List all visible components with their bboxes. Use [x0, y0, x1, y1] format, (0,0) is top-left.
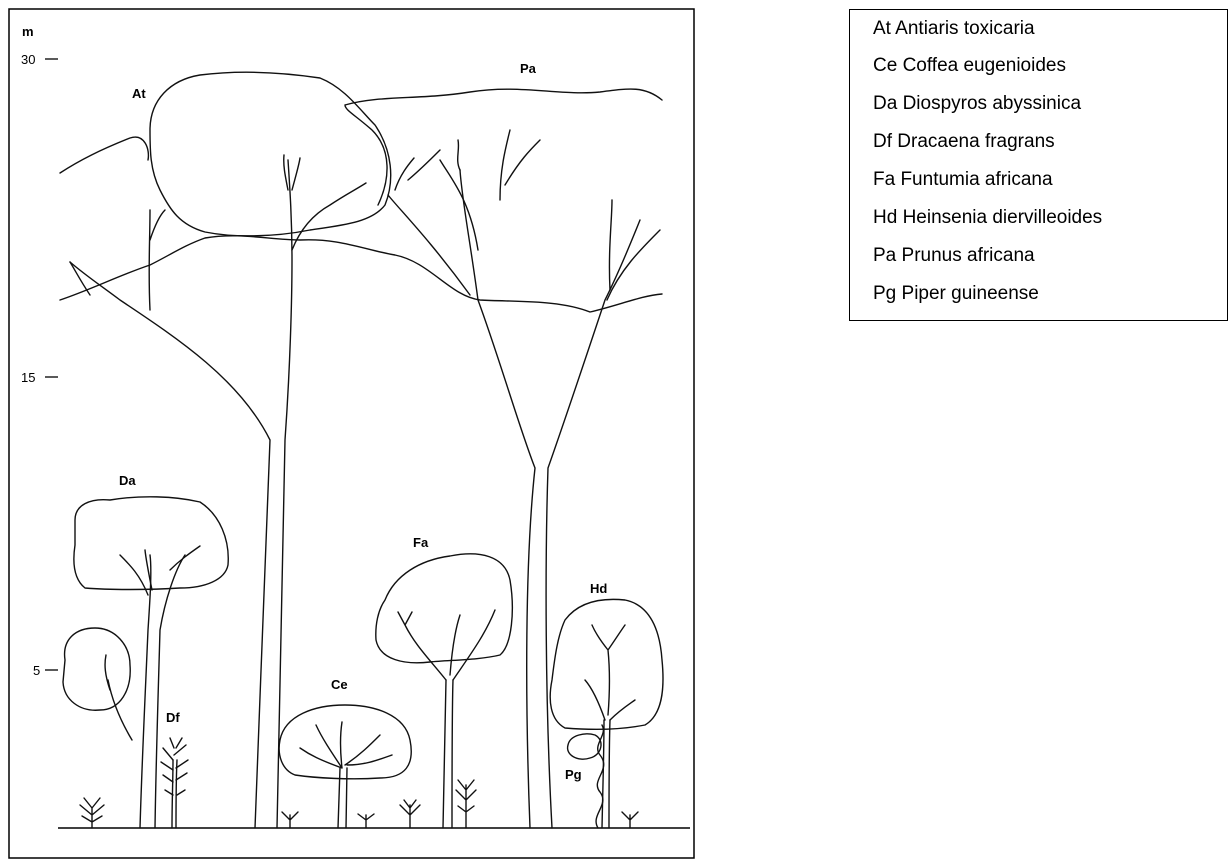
trunk-fa [443, 680, 453, 828]
label-pg: Pg [565, 767, 582, 782]
crown-pg [568, 734, 601, 759]
label-hd: Hd [590, 581, 607, 596]
tree-labels: At Pa Da Fa Hd Ce Df Pg [119, 61, 607, 782]
crown-hd [550, 599, 663, 729]
tree-antiaris-toxicaria [70, 72, 391, 828]
tick-label-15: 15 [21, 370, 35, 385]
label-pa: Pa [520, 61, 537, 76]
branches-pa [388, 130, 660, 300]
branches-hd [585, 625, 635, 720]
label-ce: Ce [331, 677, 348, 692]
legend-item-df: Df Dracaena fragrans [873, 131, 1055, 153]
tree-diospyros-abyssinica [63, 497, 228, 828]
herb-4 [400, 800, 420, 828]
tick-label-5: 5 [33, 663, 40, 678]
herb-5 [456, 780, 476, 828]
legend-item-ce: Ce Coffea eugenioides [873, 55, 1066, 77]
tree-coffea-eugenioides [279, 705, 411, 828]
crown-small-left [63, 628, 130, 710]
herb-3 [358, 814, 374, 828]
crown-at [150, 72, 391, 236]
tree-dracaena-fragrans [161, 738, 188, 828]
herb-2 [282, 812, 298, 828]
trunk-da [140, 555, 185, 828]
label-at: At [132, 86, 146, 101]
label-fa: Fa [413, 535, 429, 550]
crown-ce [279, 705, 411, 779]
label-df: Df [166, 710, 180, 725]
trunk-at [70, 160, 292, 828]
axis-unit-label: m [22, 24, 34, 39]
branches-at [70, 155, 366, 310]
trunk-ce [338, 768, 347, 828]
diagram-frame [9, 9, 694, 858]
tick-label-30: 30 [21, 52, 35, 67]
tree-prunus-africana [60, 89, 662, 828]
branches-ce [300, 722, 392, 768]
tree-heinsenia-diervilleoides [550, 599, 663, 828]
legend-item-hd: Hd Heinsenia diervilleoides [873, 207, 1102, 229]
branches-fa [398, 610, 495, 680]
label-da: Da [119, 473, 136, 488]
legend-item-pa: Pa Prunus africana [873, 245, 1035, 267]
height-axis: m 30 15 5 [21, 24, 58, 678]
branches-small-left [105, 655, 132, 740]
legend-item-at: At Antiaris toxicaria [873, 18, 1035, 40]
ground-herbs [80, 780, 638, 828]
legend-item-pg: Pg Piper guineense [873, 283, 1039, 305]
legend-item-da: Da Diospyros abyssinica [873, 93, 1081, 115]
trunk-hd [602, 720, 610, 828]
herb-6 [622, 812, 638, 828]
legend-item-fa: Fa Funtumia africana [873, 169, 1053, 191]
crown-fa [376, 554, 513, 663]
leaves-df [161, 738, 188, 795]
herb-1 [80, 798, 104, 828]
tree-funtumia-africana [376, 554, 513, 828]
species-legend: At Antiaris toxicaria Ce Coffea eugenioi… [849, 9, 1228, 321]
